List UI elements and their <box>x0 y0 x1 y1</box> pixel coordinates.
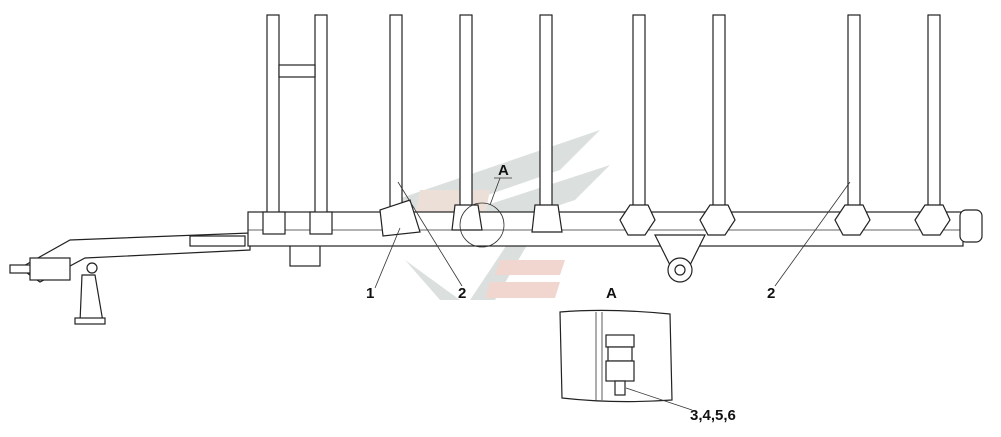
callout-part-2-left: 2 <box>458 285 466 302</box>
stake-2 <box>451 14 483 231</box>
center-bracket <box>654 234 706 283</box>
leader-part-1 <box>374 227 401 289</box>
callout-part-1: 1 <box>366 285 374 302</box>
drawbar <box>9 232 321 325</box>
frame-beam <box>247 209 983 247</box>
callout-detail-parts: 3,4,5,6 <box>690 407 736 424</box>
stake-3 <box>531 14 563 233</box>
leader-part-2-left <box>397 181 463 287</box>
stake-4 <box>619 14 656 236</box>
stake-7 <box>914 14 951 236</box>
leader-detail-parts <box>625 387 693 411</box>
detail-a-circle <box>459 202 505 248</box>
callout-part-2-right: 2 <box>767 285 775 302</box>
headboard <box>262 14 333 235</box>
stake-1 <box>379 14 421 237</box>
detail-a-marker: A <box>498 162 509 179</box>
stake-6 <box>834 14 871 236</box>
leader-part-2-right <box>774 181 851 287</box>
stake-5 <box>699 14 736 236</box>
detail-a-title: A <box>606 285 617 302</box>
detail-a-view: A <box>559 285 673 403</box>
detail-a-leader <box>489 177 501 206</box>
